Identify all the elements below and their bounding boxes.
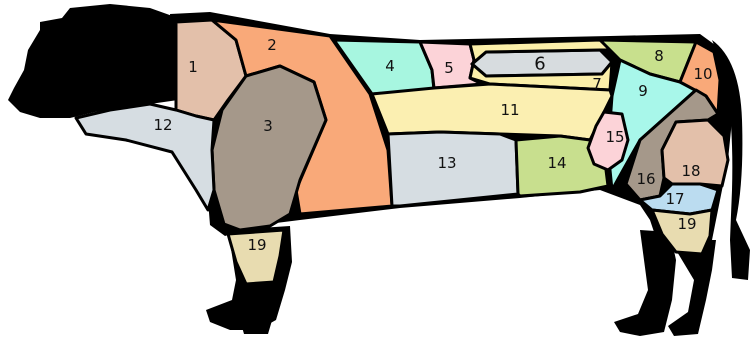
cut-region-11 [372, 84, 612, 140]
cut-label-14: 14 [547, 154, 566, 172]
cut-label-1: 1 [188, 58, 198, 76]
cut-label-4: 4 [385, 57, 395, 75]
cut-label-5: 5 [444, 59, 454, 77]
cut-label-15: 15 [605, 128, 624, 146]
cut-label-11: 11 [500, 101, 519, 119]
cut-label-16: 16 [636, 170, 655, 188]
cut-label-8: 8 [654, 47, 664, 65]
cut-label-6: 6 [534, 54, 545, 75]
cut-label-18: 18 [681, 162, 700, 180]
cut-label-13: 13 [437, 154, 456, 172]
cut-label-17: 17 [665, 190, 684, 208]
cut-label-2: 2 [267, 36, 277, 54]
cut-region-12 [76, 104, 214, 210]
head [8, 4, 178, 118]
cut-label-12: 12 [153, 116, 172, 134]
cut-label-9: 9 [638, 82, 648, 100]
cut-label-19-front: 19 [247, 236, 266, 254]
cut-label-19-rear: 19 [677, 215, 696, 233]
cut-label-7: 7 [592, 75, 602, 93]
cut-label-3: 3 [263, 117, 273, 135]
cut-label-10: 10 [693, 65, 712, 83]
rear-leg-left [614, 230, 676, 336]
